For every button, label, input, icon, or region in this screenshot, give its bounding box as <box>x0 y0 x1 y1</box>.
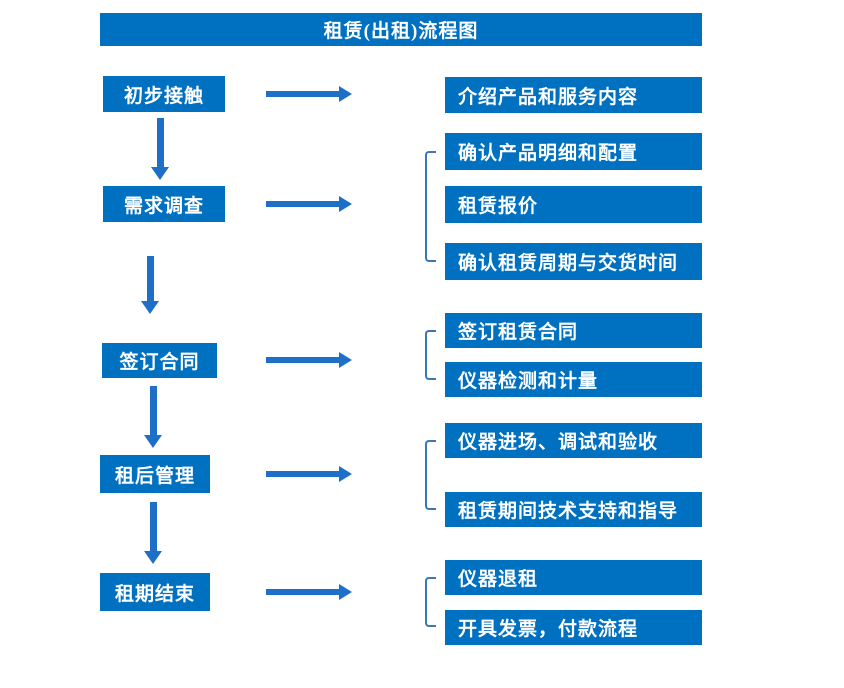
arrow-right-4 <box>266 466 352 482</box>
bracket-group-demand-survey <box>425 151 436 262</box>
stage-box-sign-contract: 签订合同 <box>102 343 217 378</box>
output-box-instrument-setup-acceptance: 仪器进场、调试和验收 <box>445 423 702 458</box>
arrow-down-4 <box>144 502 162 564</box>
arrow-right-2 <box>266 196 352 212</box>
arrow-down-3 <box>144 386 162 448</box>
stage-box-rental-end: 租期结束 <box>100 573 210 611</box>
bracket-group-post-rental <box>425 440 436 510</box>
stage-box-demand-survey: 需求调查 <box>103 186 225 222</box>
flowchart-title: 租赁(出租)流程图 <box>100 13 702 46</box>
output-box-sign-rental-contract: 签订租赁合同 <box>445 313 702 348</box>
output-box-introduce-products-services: 介绍产品和服务内容 <box>445 77 702 113</box>
output-box-invoice-payment-process: 开具发票，付款流程 <box>445 610 702 645</box>
bracket-group-rental-end <box>425 577 436 627</box>
arrow-down-2 <box>141 256 159 314</box>
output-box-instrument-return: 仪器退租 <box>445 560 702 595</box>
bracket-group-sign-contract <box>425 330 436 380</box>
output-box-confirm-product-details: 确认产品明细和配置 <box>445 133 702 170</box>
arrow-right-1 <box>266 86 352 102</box>
arrow-right-3 <box>266 352 352 368</box>
stage-box-post-rental-management: 租后管理 <box>100 455 210 493</box>
output-box-confirm-rental-period-delivery: 确认租赁周期与交货时间 <box>445 243 702 280</box>
output-box-instrument-testing-metering: 仪器检测和计量 <box>445 362 702 397</box>
output-box-rental-quotation: 租赁报价 <box>445 186 702 223</box>
stage-box-initial-contact: 初步接触 <box>103 76 225 112</box>
output-box-technical-support-guidance: 租赁期间技术支持和指导 <box>445 492 702 527</box>
arrow-down-1 <box>151 118 169 180</box>
arrow-right-5 <box>266 584 352 600</box>
